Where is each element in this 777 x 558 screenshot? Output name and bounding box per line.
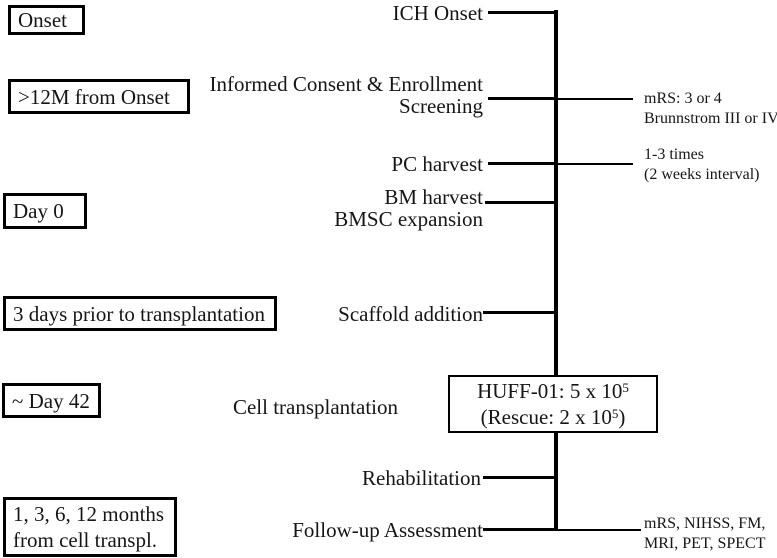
event-label-consent-screening: Informed Consent & Enrollment Screening: [209, 73, 483, 117]
annotation-line: mRS, NIHSS, FM,: [644, 515, 766, 532]
annotation-line: Brunnstrom III or IV: [644, 110, 777, 127]
left-box-line: from cell transpl.: [13, 528, 158, 552]
event-line: Informed Consent & Enrollment: [209, 72, 483, 96]
dose-line-2: (Rescue: 2 x 105): [480, 405, 626, 429]
event-line: Scaffold addition: [338, 302, 483, 326]
left-box-day-42: ~ Day 42: [2, 383, 101, 418]
tick-scaffold-addition: [483, 311, 554, 314]
annotation-assessment-tools: mRS, NIHSS, FM, MRI, PET, SPECT: [644, 514, 766, 554]
connector-assessment-tools: [558, 529, 641, 531]
event-label-pc-harvest: PC harvest: [391, 153, 483, 175]
left-box-line: 3 days prior to transplantation: [13, 301, 265, 326]
left-box-line: Day 0: [13, 199, 64, 223]
tick-screening: [488, 97, 554, 100]
connector-screening-criteria: [558, 98, 633, 100]
left-box-line: 1, 3, 6, 12 months: [13, 502, 165, 526]
event-line: Cell transplantation: [232, 395, 398, 419]
dose-box: HUFF-01: 5 x 105 (Rescue: 2 x 105): [448, 375, 658, 433]
annotation-line: MRI, PET, SPECT: [644, 535, 766, 552]
annotation-screening-criteria: mRS: 3 or 4 Brunnstrom III or IV: [644, 89, 777, 129]
tick-ich-onset: [488, 11, 554, 14]
annotation-pc-harvest-schedule: 1-3 times (2 weeks interval): [644, 145, 760, 185]
dose-line-1: HUFF-01: 5 x 105: [477, 379, 629, 403]
event-label-cell-transplantation: Cell transplantation: [233, 396, 398, 418]
tick-rehabilitation: [483, 476, 554, 479]
left-box-day-0: Day 0: [3, 193, 87, 229]
tick-pc-harvest: [488, 162, 554, 165]
event-line: ICH Onset: [392, 1, 483, 25]
timeline-axis-line: [554, 10, 558, 531]
left-box-line: ~ Day 42: [12, 388, 90, 413]
event-line: Follow-up Assessment: [292, 518, 483, 542]
event-line: BM harvest: [384, 185, 483, 209]
event-line: PC harvest: [391, 152, 483, 176]
left-box-line: >12M from Onset: [18, 84, 170, 109]
left-box-line: Onset: [18, 8, 67, 32]
annotation-line: 1-3 times: [644, 146, 704, 163]
event-line: Rehabilitation: [362, 466, 481, 490]
left-box-onset: Onset: [8, 5, 85, 35]
event-label-scaffold-addition: Scaffold addition: [338, 303, 483, 325]
tick-followup-assessment: [483, 528, 554, 531]
left-box-12m-from-onset: >12M from Onset: [8, 79, 190, 114]
left-box-3-days-prior: 3 days prior to transplantation: [3, 296, 277, 331]
dose-exponent: 5: [611, 406, 619, 422]
tick-bm-harvest: [485, 201, 554, 204]
event-label-rehabilitation: Rehabilitation: [362, 467, 481, 489]
event-line: BMSC expansion: [334, 207, 483, 231]
event-line: Screening: [399, 94, 483, 118]
event-label-ich-onset: ICH Onset: [393, 2, 483, 24]
event-label-followup-assessment: Follow-up Assessment: [292, 519, 483, 541]
dose-exponent: 5: [622, 380, 629, 396]
connector-pc-harvest-schedule: [558, 163, 633, 165]
annotation-line: (2 weeks interval): [644, 166, 760, 183]
event-label-bm-harvest: BM harvest BMSC expansion: [334, 186, 483, 230]
annotation-line: mRS: 3 or 4: [644, 90, 722, 107]
left-box-followup-months: 1, 3, 6, 12 months from cell transpl.: [3, 497, 177, 557]
